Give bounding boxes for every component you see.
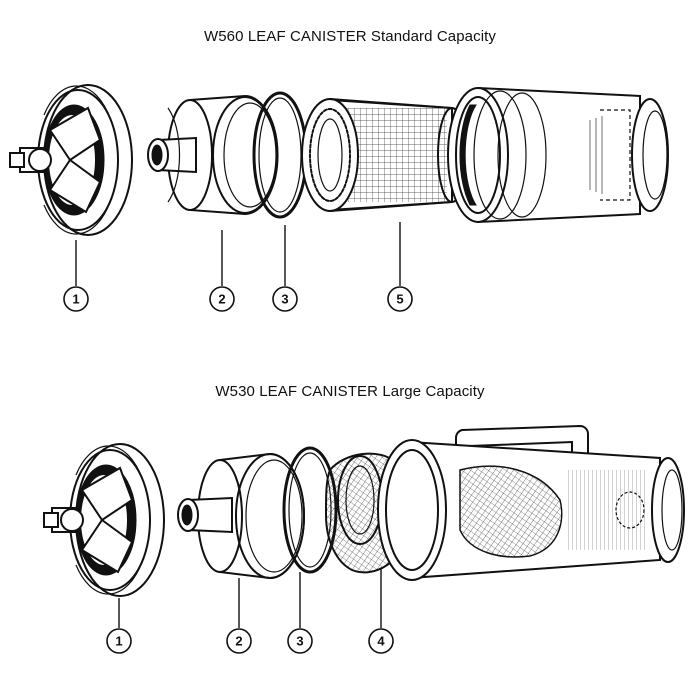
callout-4-bottom: 4 bbox=[368, 628, 394, 654]
lock-ring-part-1-top bbox=[9, 84, 133, 236]
canister-lid-part-2-bottom bbox=[177, 452, 305, 580]
canister-lid-part-2-top bbox=[147, 94, 279, 216]
svg-text:1: 1 bbox=[72, 292, 79, 307]
canister-body-bottom bbox=[377, 424, 685, 581]
svg-text:3: 3 bbox=[281, 292, 288, 307]
callouts-bottom: 1 2 3 4 bbox=[106, 568, 394, 654]
svg-text:5: 5 bbox=[396, 292, 403, 307]
callouts-top: 1 2 3 5 bbox=[63, 222, 413, 312]
callout-1-bottom: 1 bbox=[106, 628, 132, 654]
callout-1-top: 1 bbox=[63, 286, 89, 312]
leaf-basket-part-5-top bbox=[301, 98, 467, 212]
svg-text:2: 2 bbox=[218, 292, 225, 307]
svg-text:2: 2 bbox=[235, 634, 242, 649]
lock-ring-part-1-bottom bbox=[43, 443, 165, 597]
svg-text:3: 3 bbox=[296, 634, 303, 649]
standard-canister-assembly: 1 2 3 5 bbox=[9, 84, 669, 312]
callout-5-top: 5 bbox=[387, 286, 413, 312]
callout-2-top: 2 bbox=[209, 286, 235, 312]
large-canister-assembly: 1 2 3 4 bbox=[43, 424, 685, 654]
diagram-title-large: W530 LEAF CANISTER Large Capacity bbox=[215, 383, 485, 400]
canister-body-top bbox=[447, 86, 669, 224]
callout-2-bottom: 2 bbox=[226, 628, 252, 654]
diagram-title-standard: W560 LEAF CANISTER Standard Capacity bbox=[203, 28, 497, 45]
callout-3-top: 3 bbox=[272, 286, 298, 312]
svg-text:1: 1 bbox=[115, 634, 122, 649]
callout-3-bottom: 3 bbox=[287, 628, 313, 654]
svg-text:4: 4 bbox=[377, 634, 385, 649]
